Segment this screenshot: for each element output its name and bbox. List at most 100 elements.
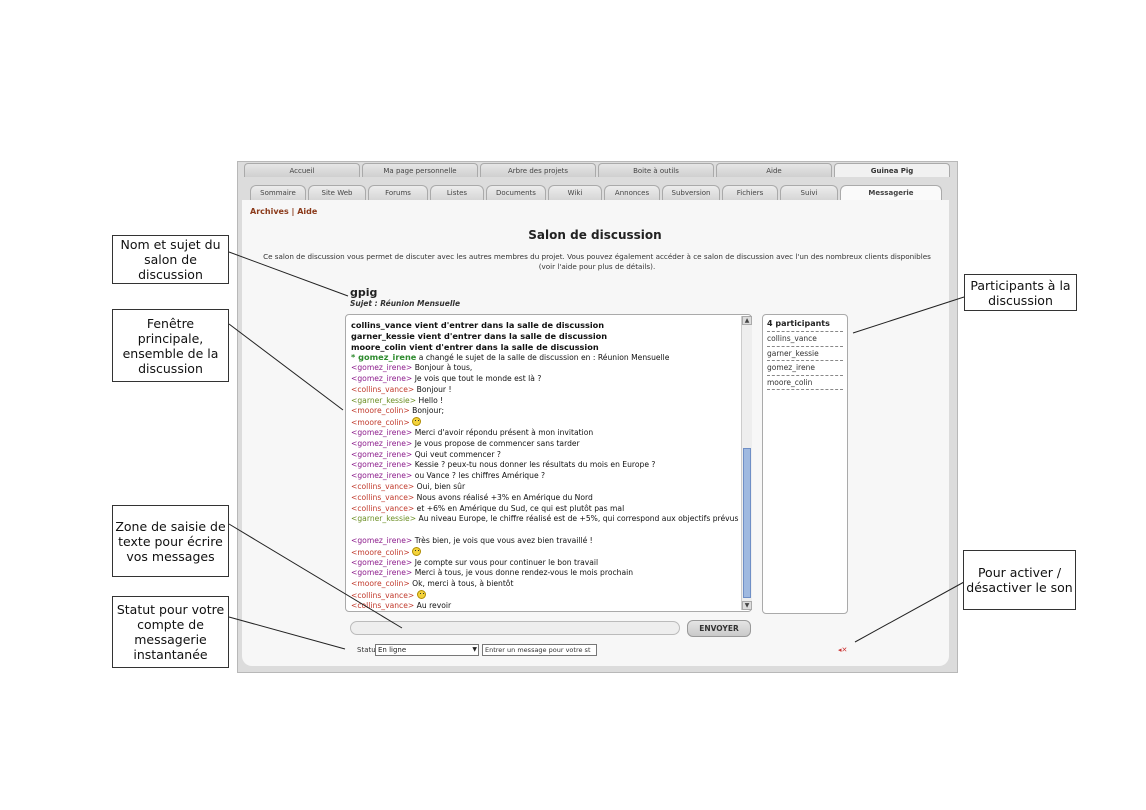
participants-count: 4 participants [767, 319, 830, 328]
top-tab[interactable]: Ma page personnelle [362, 163, 478, 177]
project-tab[interactable]: Documents [486, 185, 546, 200]
chat-message: <gomez_irene> Kessie ? peux-tu nous donn… [351, 460, 741, 471]
chat-message: * gomez_irene a changé le sujet de la sa… [351, 352, 741, 363]
chat-text: a changé le sujet de la salle de discuss… [418, 353, 670, 363]
chat-nick: <gomez_irene> [351, 557, 413, 567]
chat-scrollbar[interactable]: ▲ ▼ [741, 316, 752, 610]
chat-message: <gomez_irene> Je vous propose de commenc… [351, 439, 741, 450]
chat-log: collins_vance vient d'entrer dans la sal… [351, 320, 741, 611]
project-tab[interactable]: Subversion [662, 185, 720, 200]
top-tab[interactable]: Guinea Pig [834, 163, 950, 177]
chat-nick: <gomez_irene> [351, 373, 413, 383]
chat-message: moore_colin vient d'entrer dans la salle… [351, 341, 599, 352]
chat-nick: <gomez_irene> [351, 427, 413, 437]
archives-help-links[interactable]: Archives | Aide [250, 207, 318, 216]
chevron-down-icon: ▼ [472, 646, 477, 653]
chat-nick: <moore_colin> [351, 418, 410, 428]
chat-message: <gomez_irene> Merci à tous, je vous donn… [351, 568, 741, 579]
chat-text: Bonjour; [412, 406, 445, 416]
project-tab[interactable]: Forums [368, 185, 428, 200]
participant-item[interactable]: moore_colin [767, 374, 843, 390]
chat-nick: <collins_vance> [351, 503, 415, 513]
chat-message: <collins_vance> et +6% en Amérique du Su… [351, 504, 741, 515]
smiley-icon [412, 546, 422, 556]
chat-text: Kessie ? peux-tu nous donner les résulta… [414, 460, 656, 470]
sound-toggle-icon[interactable]: ◂✕ [838, 646, 848, 654]
scroll-up-arrow[interactable]: ▲ [742, 316, 752, 325]
chat-message: <gomez_irene> Bonjour à tous, [351, 363, 741, 374]
project-tab[interactable]: Fichiers [722, 185, 778, 200]
chat-nick: <moore_colin> [351, 406, 410, 416]
top-tab[interactable]: Boite à outils [598, 163, 714, 177]
chat-nick: <collins_vance> [351, 481, 415, 491]
status-selected-value: En ligne [378, 646, 407, 654]
chat-nick: <garner_kessie> [351, 514, 417, 524]
chat-text: Au revoir [416, 600, 452, 610]
annotation-window: Fenêtre principale, ensemble de la discu… [112, 309, 229, 382]
chat-message: <collins_vance> Bonjour ! [351, 385, 741, 396]
chat-nick: <collins_vance> [351, 590, 415, 600]
chat-text: Je compte sur vous pour continuer le bon… [414, 557, 599, 567]
status-message-input[interactable]: Entrer un message pour votre st [482, 644, 597, 656]
chat-nick: <moore_colin> [351, 579, 410, 589]
smiley-icon [412, 417, 422, 427]
project-tab[interactable]: Listes [430, 185, 484, 200]
chat-message: <collins_vance> [351, 589, 741, 601]
participant-item[interactable]: garner_kessie [767, 345, 843, 361]
chat-message: <collins_vance> Oui, bien sûr [351, 482, 741, 493]
project-tab[interactable]: Site Web [308, 185, 366, 200]
chat-message: collins_vance vient d'entrer dans la sal… [351, 320, 605, 330]
annotation-participants: Participants à la discussion [964, 274, 1077, 311]
chat-window[interactable]: collins_vance vient d'entrer dans la sal… [345, 314, 752, 612]
project-tab[interactable]: Wiki [548, 185, 602, 200]
chat-message: garner_kessie vient d'entrer dans la sal… [351, 330, 608, 341]
room-name: gpig [350, 286, 378, 299]
top-tab[interactable]: Aide [716, 163, 832, 177]
chat-message: <garner_kessie> Hello ! [351, 396, 741, 407]
scroll-thumb[interactable] [743, 448, 751, 598]
chat-message: <gomez_irene> ou Vance ? les chiffres Am… [351, 471, 741, 482]
intro-text: Ce salon de discussion vous permet de di… [263, 252, 931, 271]
chat-nick: <collins_vance> [351, 600, 415, 610]
smiley-icon [416, 589, 426, 599]
chat-message: <gomez_irene> Je compte sur vous pour co… [351, 558, 741, 569]
chat-text: Qui veut commencer ? [414, 449, 501, 459]
chat-text: et +6% en Amérique du Sud, ce qui est pl… [416, 503, 625, 513]
room-subject: Sujet : Réunion Mensuelle [350, 299, 461, 308]
chat-message: <moore_colin> Bonjour; [351, 406, 741, 417]
participant-item[interactable]: gomez_irene [767, 360, 843, 375]
project-tab[interactable]: Sommaire [250, 185, 306, 200]
chat-text: Merci à tous, je vous donne rendez-vous … [414, 568, 634, 578]
chat-text: Je vous propose de commencer sans tarder [414, 438, 580, 448]
annotation-status: Statut pour votre compte de messagerie i… [112, 596, 229, 668]
chat-text: Hello ! [418, 395, 444, 405]
chat-text: Ok, merci à tous, à bientôt [412, 579, 514, 589]
top-tab[interactable]: Accueil [244, 163, 360, 177]
chat-text: Au niveau Europe, le chiffre réalisé est… [418, 514, 739, 524]
chat-message: <garner_kessie> Au niveau Europe, le chi… [351, 514, 741, 536]
chat-nick: <moore_colin> [351, 547, 410, 557]
send-button[interactable]: ENVOYER [687, 620, 751, 637]
chat-message: <gomez_irene> Merci d'avoir répondu prés… [351, 428, 741, 439]
chat-message: <moore_colin> Ok, merci à tous, à bientô… [351, 579, 741, 590]
annotation-room: Nom et sujet du salon de discussion [112, 235, 229, 284]
chat-text: Nous avons réalisé +3% en Amérique du No… [416, 492, 593, 502]
status-label: Statut [357, 646, 379, 654]
chat-message: <moore_colin> [351, 417, 741, 428]
participant-item[interactable]: collins_vance [767, 331, 843, 346]
status-select[interactable]: En ligne ▼ [375, 644, 479, 656]
chat-message: <moore_colin> [351, 546, 741, 558]
scroll-down-arrow[interactable]: ▼ [742, 601, 752, 610]
message-input[interactable] [350, 621, 680, 635]
chat-nick: <gomez_irene> [351, 568, 413, 578]
chat-text: Bonjour à tous, [414, 363, 473, 373]
project-tab[interactable]: Annonces [604, 185, 660, 200]
project-tab[interactable]: Suivi [780, 185, 838, 200]
chat-message: <collins_vance> Au revoir [351, 600, 741, 611]
chat-text: ou Vance ? les chiffres Amérique ? [414, 471, 546, 481]
top-tab[interactable]: Arbre des projets [480, 163, 596, 177]
chat-nick: <collins_vance> [351, 384, 415, 394]
